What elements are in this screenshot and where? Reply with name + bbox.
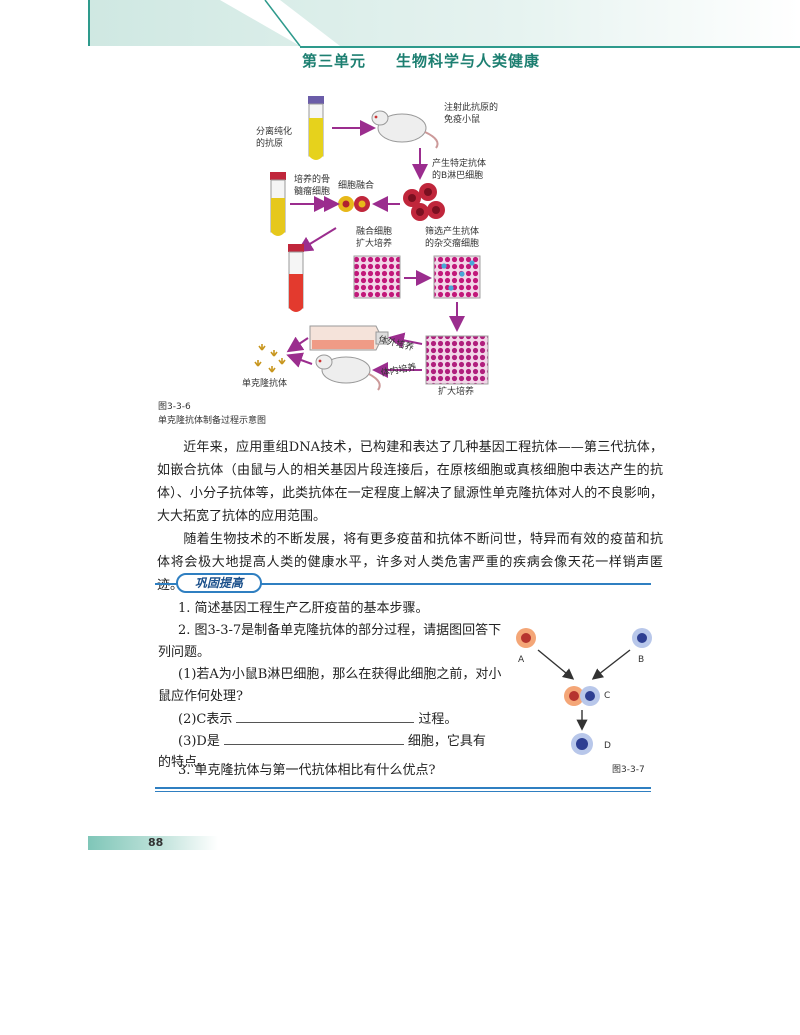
test-tube-fused-culture <box>288 244 304 312</box>
paragraph-1-text: 近年来，应用重组DNA技术，已构建和表达了几种基因工程抗体——第三代抗体，如嵌合… <box>157 440 663 524</box>
question-2-part-1: (1)若A为小鼠B淋巴细胞，那么在获得此细胞之前，对小鼠应作何处理? <box>158 667 502 704</box>
label-line: 注射此抗原的 <box>444 103 499 113</box>
cell-c <box>564 686 600 706</box>
unit-number: 第三单元 <box>302 52 367 70</box>
label-line: 的抗原 <box>256 139 284 149</box>
label-a: A <box>518 655 525 665</box>
immunized-mouse <box>371 110 439 149</box>
cell-d <box>571 733 593 755</box>
q2b-suffix: 过程。 <box>418 712 458 727</box>
unit-title: 生物科学与人类健康 <box>396 52 541 70</box>
question-3: 3. 单克隆抗体与第一代抗体相比有什么优点? <box>178 763 436 778</box>
header-band <box>88 0 800 46</box>
fused-cells <box>338 196 370 212</box>
label-line: 产生特定抗体 <box>432 159 487 169</box>
label-mab: 单克隆抗体 <box>242 379 288 389</box>
label-expand: 扩大培养 <box>438 387 475 397</box>
monoclonal-antibody-diagram <box>254 96 489 391</box>
review-top-rule <box>155 583 651 585</box>
screening-plate <box>433 255 481 299</box>
label-line: 分离纯化 <box>256 127 293 137</box>
q2c-prefix: (3)D是 <box>178 734 220 749</box>
label-myeloma: 培养的骨髓瘤细胞 <box>294 174 330 198</box>
arrow-a-to-c <box>537 649 575 680</box>
page-number: 88 <box>148 836 164 849</box>
header-left-rule <box>88 0 90 46</box>
label-b: B <box>638 655 645 665</box>
label-inject-mouse: 注射此抗原的免疫小鼠 <box>444 102 498 126</box>
figure-caption: 图3-3-6 单克隆抗体制备过程示意图 <box>158 400 266 428</box>
label-screen: 筛选产生抗体的杂交瘤细胞 <box>425 226 479 250</box>
arrow-to-culture-tube <box>296 227 337 253</box>
label-line: 筛选产生抗体 <box>425 227 480 237</box>
question-2: 2. 图3-3-7是制备单克隆抗体的部分过程，请据图回答下列问题。 <box>158 623 502 660</box>
answer-blank-c[interactable] <box>236 708 415 723</box>
cell-a <box>516 628 536 648</box>
header-slant-decoration <box>220 0 340 66</box>
label-line: 的B淋巴细胞 <box>432 171 484 181</box>
q2c-middle: 细胞，它具有 <box>407 734 486 749</box>
review-bottom-rule <box>155 787 651 789</box>
arrow-mouse-to-antibody <box>286 352 313 368</box>
test-tube-antigen <box>308 96 324 160</box>
label-line: 融合细胞 <box>356 227 393 237</box>
label-d: D <box>604 741 611 751</box>
figure-3-3-7-caption: 图3-3-7 <box>612 765 645 775</box>
figure-number: 图3-3-6 <box>158 402 191 412</box>
figure-3-3-7 <box>516 628 652 755</box>
in-vivo-mouse <box>315 354 381 391</box>
question-2-part-3: (3)D是 细胞，它具有 <box>178 730 504 753</box>
culture-flask <box>309 325 389 351</box>
label-b-cells: 产生特定抗体的B淋巴细胞 <box>432 158 486 182</box>
label-line: 的杂交瘤细胞 <box>425 239 480 249</box>
page-number-band <box>88 836 218 850</box>
label-c: C <box>604 691 611 701</box>
cell-b <box>632 628 652 648</box>
arrow-b-to-c <box>591 649 631 680</box>
arrow-flask-to-antibody <box>286 336 309 353</box>
paragraph-2: 随着生物技术的不断发展，将有更多疫苗和抗体不断问世，特异而有效的疫苗和抗体将会极… <box>157 528 663 597</box>
answer-blank-d[interactable] <box>223 730 404 745</box>
question-1: 1. 简述基因工程生产乙肝疫苗的基本步骤。 <box>178 601 429 616</box>
expansion-plate <box>425 335 489 385</box>
label-purified-antigen: 分离纯化的抗原 <box>256 126 292 150</box>
culture-plate-fused <box>353 255 401 299</box>
figure-title: 单克隆抗体制备过程示意图 <box>158 416 267 426</box>
question-2-part-3-end: 的特点。 <box>158 755 211 770</box>
antibody-icons <box>254 344 286 373</box>
label-line: 免疫小鼠 <box>444 115 481 125</box>
label-fusion: 细胞融合 <box>338 181 375 191</box>
label-line: 髓瘤细胞 <box>294 187 331 197</box>
review-bottom-rule-thin <box>155 791 651 792</box>
b-cell-cluster <box>403 183 445 221</box>
q2b-prefix: (2)C表示 <box>178 712 233 727</box>
paragraph-1: 近年来，应用重组DNA技术，已构建和表达了几种基因工程抗体——第三代抗体，如嵌合… <box>157 436 663 528</box>
label-line: 培养的骨 <box>294 175 331 185</box>
paragraph-2-text: 随着生物技术的不断发展，将有更多疫苗和抗体不断问世，特异而有效的疫苗和抗体将会极… <box>157 532 663 593</box>
test-tube-myeloma <box>270 172 286 236</box>
arrow-in-vitro <box>388 332 423 349</box>
label-line: 扩大培养 <box>356 239 393 249</box>
running-head: 第三单元 生物科学与人类健康 <box>302 50 540 71</box>
review-heading: 巩固提高 <box>176 573 262 593</box>
question-2-part-2: (2)C表示 过程。 <box>178 708 504 731</box>
label-expand-fused: 融合细胞扩大培养 <box>356 226 392 250</box>
header-rule <box>300 46 800 48</box>
